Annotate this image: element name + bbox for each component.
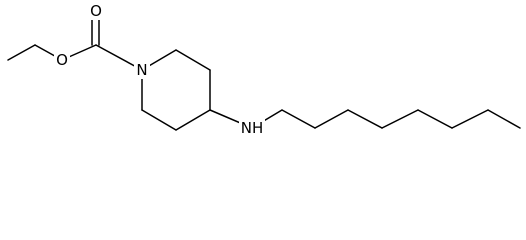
bond-octyl-c3-c4 bbox=[347, 109, 383, 129]
bond-octyl-c4-c5 bbox=[381, 109, 419, 129]
bond-ring-c5-c6 bbox=[141, 109, 177, 131]
ring-nitrogen-label: N bbox=[136, 61, 147, 79]
atom-ester-oxygen: O bbox=[54, 51, 70, 69]
ester-oxygen-label: O bbox=[56, 51, 68, 69]
atom-ring-nitrogen: N bbox=[134, 61, 150, 79]
bond-octyl-c1-c2 bbox=[281, 109, 316, 129]
atom-amine-nitrogen: NH bbox=[239, 118, 265, 137]
molecule-structure: O O N NH bbox=[7, 2, 521, 137]
bond-octyl-c7-c8 bbox=[487, 109, 521, 129]
amine-nitrogen-label: NH bbox=[241, 119, 264, 137]
bond-ring-c4-c5 bbox=[175, 109, 211, 131]
bond-octyl-c6-c7 bbox=[451, 109, 489, 129]
bond-octyl-c2-c3 bbox=[314, 109, 349, 129]
bond-ethyl-ch3-ch2 bbox=[7, 44, 36, 61]
bond-ring-c2-c3 bbox=[175, 49, 211, 71]
bond-octyl-c5-c6 bbox=[417, 109, 453, 129]
atom-carbonyl-oxygen: O bbox=[88, 2, 104, 20]
carbonyl-oxygen-label: O bbox=[90, 2, 102, 20]
